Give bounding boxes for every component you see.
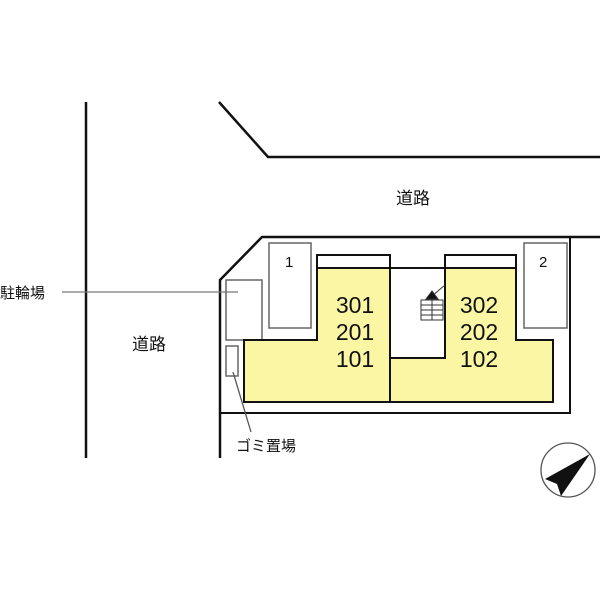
parking-number: 1 xyxy=(285,254,294,271)
bicycle-parking-area xyxy=(225,279,263,341)
top-road-edge xyxy=(218,101,600,159)
building-right-units: 302 202 102 xyxy=(454,292,504,373)
building-left-units: 301 201 101 xyxy=(330,292,380,373)
garbage-label: ゴミ置場 xyxy=(236,437,297,455)
unit-number: 201 xyxy=(335,319,375,345)
garbage-area xyxy=(225,345,239,377)
building-top-strip-left xyxy=(316,254,391,269)
parking-space-2 xyxy=(523,242,568,329)
unit-number: 202 xyxy=(459,319,499,345)
parking-number: 2 xyxy=(539,254,548,271)
building-right xyxy=(389,267,554,403)
unit-number: 101 xyxy=(335,346,375,372)
unit-number: 302 xyxy=(459,292,499,318)
road-label-left: 道路 xyxy=(132,335,166,355)
building-top-strip-right xyxy=(444,254,517,269)
stairs-icon xyxy=(420,284,446,321)
north-arrow-icon xyxy=(540,442,596,498)
road-label-top: 道路 xyxy=(396,189,430,209)
unit-number: 102 xyxy=(459,346,499,372)
stair-hall xyxy=(389,267,446,359)
lot-inner-boundary xyxy=(220,237,571,414)
building-left xyxy=(243,267,391,403)
unit-number: 301 xyxy=(335,292,375,318)
garbage-leader-line xyxy=(232,371,252,433)
lot-boundary xyxy=(218,235,600,458)
parking-space-1 xyxy=(268,242,312,329)
bicycle-parking-label: 駐輪場 xyxy=(0,284,46,302)
